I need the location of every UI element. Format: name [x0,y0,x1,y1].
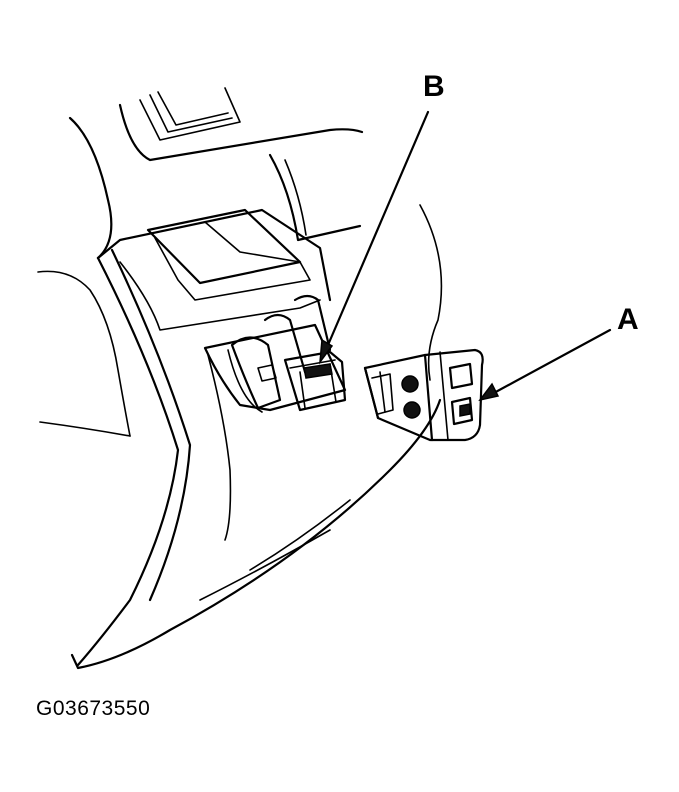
arrowhead-b [319,338,334,365]
center-console [70,204,443,670]
figure-id: G03673550 [36,697,151,720]
arrowhead-a [478,382,500,402]
left-panel-outline [37,270,131,437]
leader-line-b [323,110,430,354]
leader-line-a [490,328,612,396]
switch-panel-bezel [203,294,347,413]
storage-pocket [119,208,321,331]
label-a: A [617,303,639,336]
connector-b [283,350,347,412]
label-b: B [423,70,445,103]
leader-lines [319,110,612,402]
switch-a [363,348,484,442]
upper-dash-outline [68,87,364,260]
